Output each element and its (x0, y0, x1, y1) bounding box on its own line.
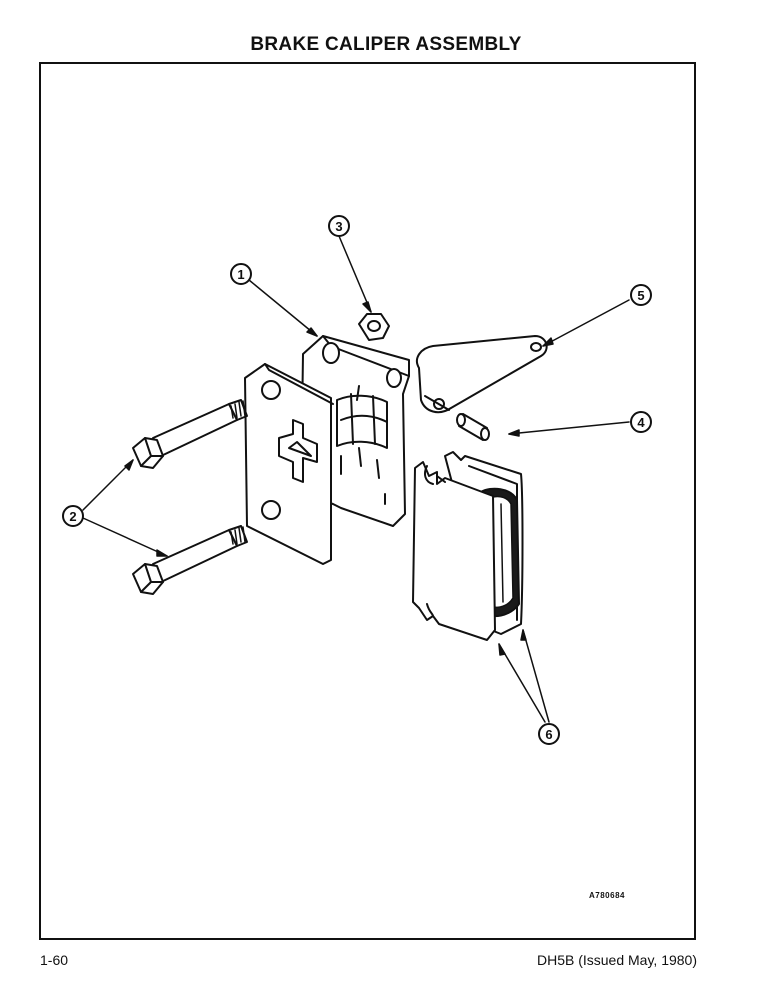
caliper-front-plate (244, 363, 334, 565)
callout-4 (630, 411, 652, 433)
callout-6 (538, 723, 560, 745)
exploded-view-drawing: 3 1 5 4 2 6 A780684 (62, 215, 652, 900)
pin-part (456, 413, 490, 441)
callout-5-label: 5 (637, 288, 644, 303)
callout-1-label: 1 (237, 267, 244, 282)
callout-6-label: 6 (545, 727, 552, 742)
callout-3-label: 3 (335, 219, 342, 234)
bolt-lower (132, 525, 248, 595)
leader-lines (82, 235, 630, 723)
figure-frame: 3 1 5 4 2 6 A780684 (39, 62, 696, 940)
callout-1 (230, 263, 252, 285)
bolt-upper (132, 399, 248, 469)
figure-id: A780684 (589, 891, 625, 900)
callout-2 (62, 505, 84, 527)
callout-3 (328, 215, 350, 237)
nut-part (358, 313, 390, 341)
callout-5 (630, 284, 652, 306)
document-reference: DH5B (Issued May, 1980) (536, 952, 697, 968)
page-title: BRAKE CALIPER ASSEMBLY (250, 34, 522, 55)
callout-4-label: 4 (637, 415, 645, 430)
brake-pads-part (412, 451, 524, 641)
callout-2-label: 2 (69, 509, 76, 524)
link-plate-part (415, 335, 548, 414)
page-number: 1-60 (40, 952, 69, 968)
